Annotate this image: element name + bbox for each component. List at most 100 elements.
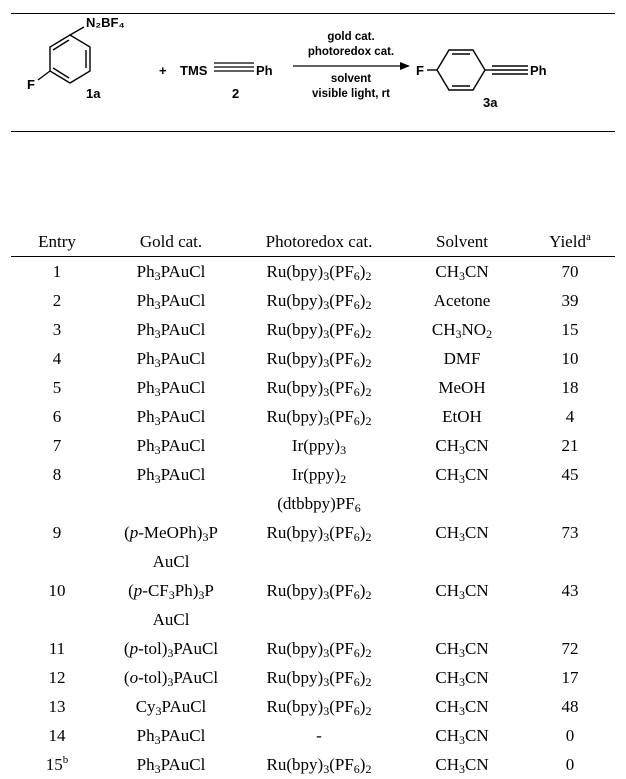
cell-entry: 11 bbox=[11, 634, 103, 663]
plus-sign: + bbox=[159, 63, 167, 78]
cell-photoredox-cat: Ir(ppy)3 bbox=[239, 431, 399, 460]
cell-entry: 14 bbox=[11, 721, 103, 750]
cell-entry: 15b bbox=[11, 750, 103, 779]
reactant-1a-group: N₂BF₄ bbox=[86, 15, 125, 30]
cell-entry: 5 bbox=[11, 373, 103, 402]
cell-solvent: DMF bbox=[399, 344, 525, 373]
cell-yield: 18 bbox=[525, 373, 615, 402]
product-ph: Ph bbox=[530, 63, 547, 78]
reaction-arrow-icon bbox=[293, 62, 410, 70]
cell-gold-cat: Ph3PAuCl bbox=[103, 750, 239, 779]
cell-photoredox-cat: Ir(ppy)2(dtbbpy)PF6 bbox=[239, 460, 399, 518]
cell-solvent: CH3CN bbox=[399, 518, 525, 576]
reactant-1a-label: 1a bbox=[86, 86, 101, 101]
product-fluorine: F bbox=[416, 63, 424, 78]
cell-gold-cat: Ph3PAuCl bbox=[103, 721, 239, 750]
conditions-gold-cat: gold cat. bbox=[327, 31, 374, 43]
cell-entry: 4 bbox=[11, 344, 103, 373]
cell-entry: 12 bbox=[11, 663, 103, 692]
reactant-1a-fluorine: F bbox=[27, 77, 35, 92]
cell-entry: 3 bbox=[11, 315, 103, 344]
cell-photoredox-cat: Ru(bpy)3(PF6)2 bbox=[239, 257, 399, 287]
cell-photoredox-cat: Ru(bpy)3(PF6)2 bbox=[239, 315, 399, 344]
cell-gold-cat: (o-tol)3PAuCl bbox=[103, 663, 239, 692]
cell-gold-cat: Ph3PAuCl bbox=[103, 257, 239, 287]
cell-gold-cat: Ph3PAuCl bbox=[103, 344, 239, 373]
cell-yield: 17 bbox=[525, 663, 615, 692]
cell-solvent: EtOH bbox=[399, 402, 525, 431]
header-yield: Yielda bbox=[525, 228, 615, 257]
cell-photoredox-cat: Ru(bpy)3(PF6)2 bbox=[239, 286, 399, 315]
cell-entry: 13 bbox=[11, 692, 103, 721]
cell-photoredox-cat: Ru(bpy)3(PF6)2 bbox=[239, 663, 399, 692]
conditions-solvent: solvent bbox=[331, 73, 371, 85]
cell-solvent: CH3NO2 bbox=[399, 315, 525, 344]
cell-yield: 48 bbox=[525, 692, 615, 721]
cell-photoredox-cat: Ru(bpy)3(PF6)2 bbox=[239, 402, 399, 431]
cell-photoredox-cat: Ru(bpy)3(PF6)2 bbox=[239, 634, 399, 663]
cell-solvent: Acetone bbox=[399, 286, 525, 315]
cell-gold-cat: Ph3PAuCl bbox=[103, 431, 239, 460]
cell-entry: 9 bbox=[11, 518, 103, 576]
cell-photoredox-cat: Ru(bpy)3(PF6)2 bbox=[239, 518, 399, 576]
cell-solvent: CH3CN bbox=[399, 460, 525, 518]
entry-footnote-marker: b bbox=[63, 754, 69, 766]
cell-gold-cat: Cy3PAuCl bbox=[103, 692, 239, 721]
header-row: Entry Gold cat. Photoredox cat. Solvent … bbox=[11, 228, 615, 257]
cell-yield: 15 bbox=[525, 315, 615, 344]
cell-photoredox-cat: Ru(bpy)3(PF6)2 bbox=[239, 692, 399, 721]
cell-solvent: CH3CN bbox=[399, 663, 525, 692]
cell-solvent: CH3CN bbox=[399, 431, 525, 460]
cell-solvent: CH3CN bbox=[399, 634, 525, 663]
cell-entry: 1 bbox=[11, 257, 103, 287]
cell-gold-cat: Ph3PAuCl bbox=[103, 460, 239, 518]
cell-solvent: CH3CN bbox=[399, 576, 525, 634]
cell-yield: 72 bbox=[525, 634, 615, 663]
cell-solvent: CH3CN bbox=[399, 692, 525, 721]
header-gold-cat: Gold cat. bbox=[103, 228, 239, 257]
cell-entry: 7 bbox=[11, 431, 103, 460]
reactant-2-tms: TMS bbox=[180, 63, 208, 78]
cell-entry: 2 bbox=[11, 286, 103, 315]
cell-solvent: CH3CN bbox=[399, 750, 525, 779]
cell-yield: 0 bbox=[525, 750, 615, 779]
reaction-scheme: N₂BF₄ F 1a + TMS Ph 2 gold cat. photored… bbox=[0, 0, 626, 140]
cell-gold-cat: Ph3PAuCl bbox=[103, 315, 239, 344]
cell-photoredox-cat: Ru(bpy)3(PF6)2 bbox=[239, 344, 399, 373]
header-solvent: Solvent bbox=[399, 228, 525, 257]
cell-yield: 4 bbox=[525, 402, 615, 431]
cell-photoredox-cat: Ru(bpy)3(PF6)2 bbox=[239, 576, 399, 634]
results-table: Entry Gold cat. Photoredox cat. Solvent … bbox=[11, 228, 615, 779]
reactant-2-label: 2 bbox=[232, 86, 239, 101]
cell-photoredox-cat: Ru(bpy)3(PF6)2 bbox=[239, 373, 399, 402]
yield-footnote-marker: a bbox=[586, 231, 591, 243]
cell-photoredox-cat: Ru(bpy)3(PF6)2 bbox=[239, 750, 399, 779]
cell-solvent: MeOH bbox=[399, 373, 525, 402]
cell-entry: 10 bbox=[11, 576, 103, 634]
product-3a-structure bbox=[427, 50, 528, 90]
product-3a-label: 3a bbox=[483, 95, 498, 110]
cell-solvent: CH3CN bbox=[399, 257, 525, 287]
cell-gold-cat: (p-tol)3PAuCl bbox=[103, 634, 239, 663]
cell-yield: 45 bbox=[525, 460, 615, 518]
cell-entry: 6 bbox=[11, 402, 103, 431]
cell-solvent: CH3CN bbox=[399, 721, 525, 750]
cell-yield: 73 bbox=[525, 518, 615, 576]
cell-gold-cat: Ph3PAuCl bbox=[103, 402, 239, 431]
reactant-2-ph: Ph bbox=[256, 63, 273, 78]
header-entry: Entry bbox=[11, 228, 103, 257]
